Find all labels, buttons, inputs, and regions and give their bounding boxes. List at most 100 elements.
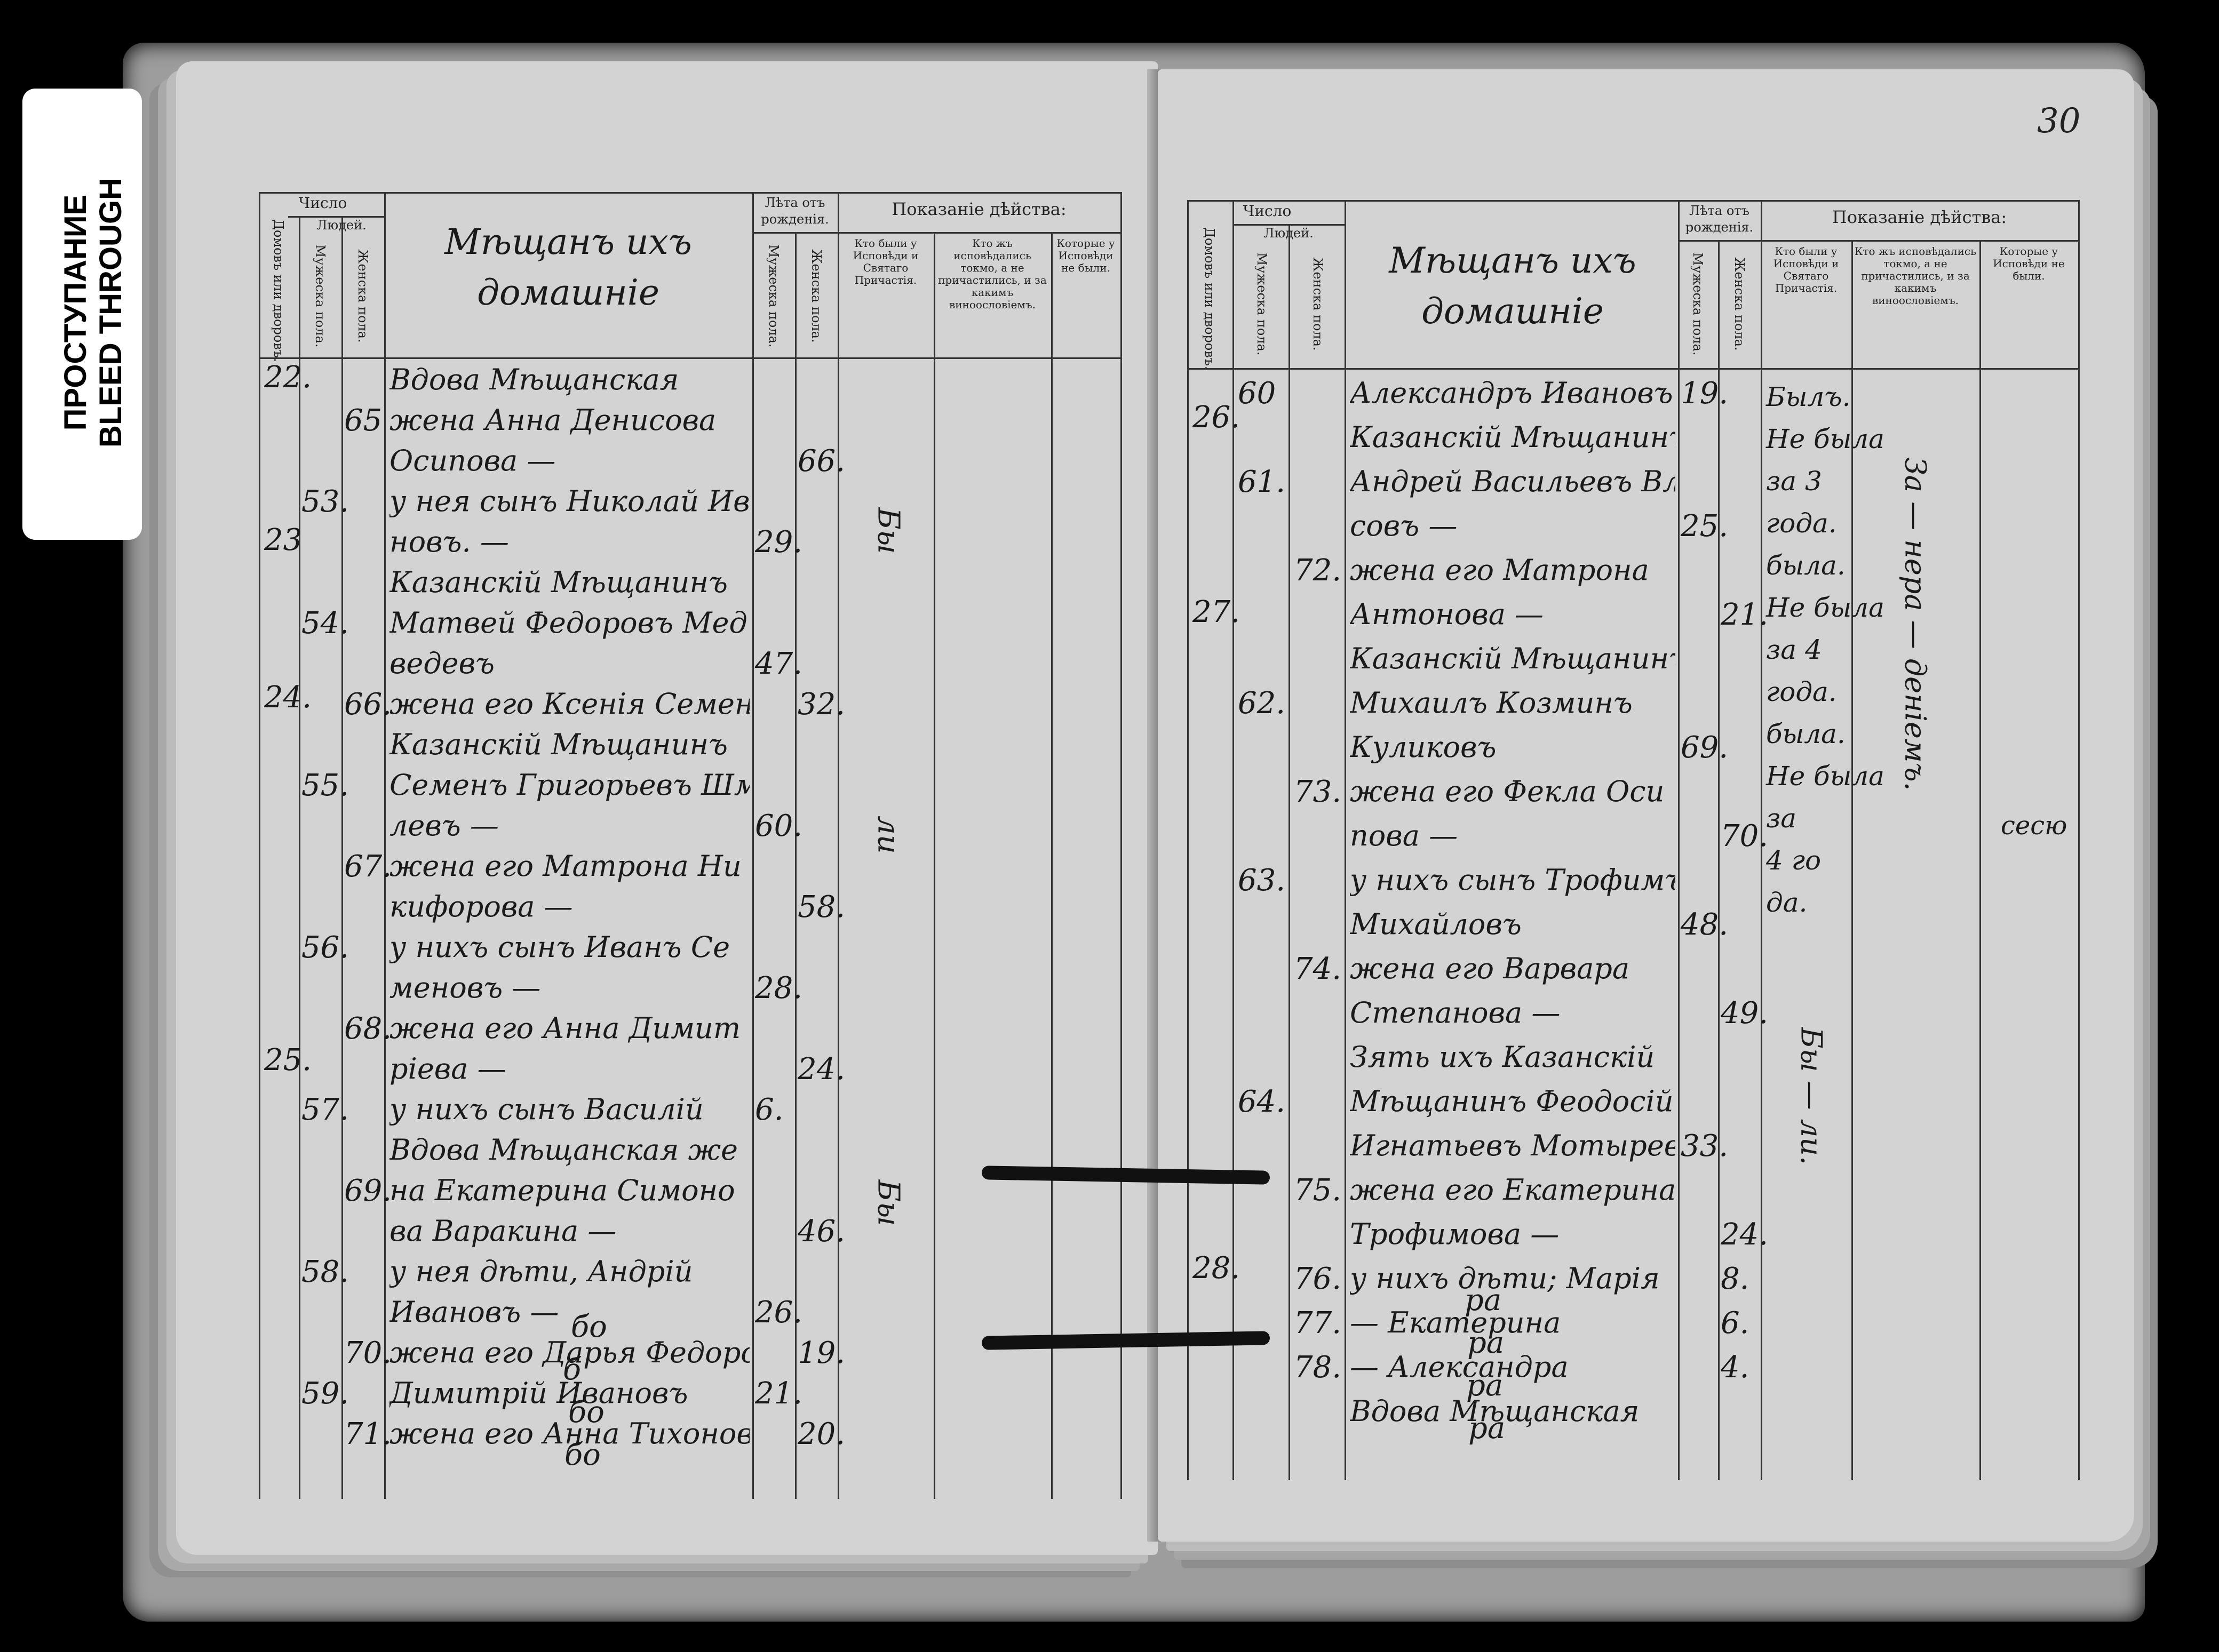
scribble: ра — [1467, 1326, 1505, 1360]
col-line — [752, 192, 754, 1499]
header-top-line — [1187, 200, 2078, 202]
status-byli-entry: Не была — [1766, 424, 1884, 454]
header-dvorov: Домовъ или дворовъ. — [271, 219, 286, 362]
header-zhen: Женска пола. — [1310, 257, 1325, 351]
status-byli-entry: 4 го — [1766, 845, 1822, 876]
col-line — [1851, 240, 1853, 1480]
col-line — [838, 192, 839, 1499]
scribble: бо — [571, 1310, 607, 1344]
bleed-through-label: ПРОСТУПАНИЕ BLEED THROUGH — [22, 89, 142, 540]
entry-age-female: 19. — [798, 1336, 846, 1370]
entry-age-female: 66. — [798, 444, 846, 478]
col-line — [934, 232, 935, 1499]
header-bottom-line — [259, 357, 1120, 359]
label-text: ПРОСТУПАНИЕ BLEED THROUGH — [58, 178, 129, 448]
entry-name: у нея сынъ Николай Ива — [389, 484, 750, 518]
header-bottom-line — [1187, 368, 2078, 370]
entry-age-female: 49. — [1721, 996, 1769, 1031]
entry-male-number: 64. — [1238, 1084, 1286, 1119]
status-byli-entry: Не была — [1766, 761, 1884, 792]
entry-female-number: 72. — [1294, 553, 1342, 588]
title-line2: домашніе — [477, 272, 659, 313]
col-line — [384, 192, 386, 1499]
entry-name: жена его Фекла Оси — [1350, 775, 1665, 808]
entry-age-female: 32. — [798, 687, 846, 722]
title-line2: домашніе — [1421, 291, 1604, 332]
header-leta: Лѣта отъ рожденія. — [761, 195, 829, 227]
entry-age-male: 21. — [755, 1376, 803, 1411]
entry-name: Михайловъ — [1350, 907, 1522, 941]
header-pokazanie: Показаніе дѣйства: — [892, 199, 1067, 219]
entry-age-female: 6. — [1721, 1306, 1749, 1340]
status-vertical: ли — [871, 816, 906, 854]
entry-male-number: 56. — [301, 930, 349, 965]
entry-name: Осипова — — [389, 444, 556, 477]
header-leta-zhen: Женска пола. — [809, 249, 824, 343]
entry-female-number: 65 — [344, 403, 383, 438]
entry-female-number: 70. — [344, 1336, 392, 1370]
header-col-byli: Кто были у Исповѣди и Святаго Причастія. — [853, 237, 919, 286]
title-line1: Мѣщанъ ихъ — [444, 221, 692, 262]
scribble: ра — [1466, 1368, 1504, 1403]
entry-male-number: 53. — [301, 484, 349, 519]
entry-name: у нея дѣти, Андрій — [389, 1255, 693, 1288]
entry-male-number: 57. — [301, 1092, 349, 1127]
entry-name: жена его Матрона — [1350, 553, 1649, 587]
entry-name: на Екатерина Симоно — [389, 1174, 735, 1207]
col-line — [795, 232, 797, 1499]
entry-name: жена его Ксенія Семенова — [389, 687, 750, 721]
entry-female-number: 69. — [344, 1174, 392, 1208]
entry-name: жена его Матрона Ни — [389, 849, 742, 883]
scribble: ра — [1468, 1411, 1506, 1446]
entry-name: Казанскій Мѣщанинъ — [389, 565, 728, 599]
status-byli-entry: Былъ. — [1766, 381, 1851, 412]
entry-name: совъ — — [1350, 509, 1458, 542]
col-line — [1678, 200, 1680, 1480]
status-vertical: Бы — [871, 1179, 906, 1226]
status-byli-entry: за 4 — [1766, 634, 1822, 665]
entry-name: у нихъ сынъ Иванъ Се — [389, 930, 730, 964]
entry-name: Вдова Мѣщанская же — [389, 1133, 738, 1167]
right-page: Число Людей. Домовъ или дворовъ. Мужеска… — [1158, 69, 2134, 1542]
header-muzh: Мужеска пола. — [313, 244, 328, 348]
header-top-line — [259, 192, 1120, 194]
header-chislo: Число — [1243, 202, 1292, 220]
entry-female-number: 78. — [1294, 1350, 1342, 1385]
entry-name: Вдова Мѣщанская — [1350, 1394, 1640, 1428]
entry-male-number: 58. — [301, 1255, 349, 1289]
entry-female-number: 75. — [1294, 1173, 1342, 1208]
entry-name: Ивановъ — — [389, 1295, 559, 1329]
entry-age-male: 48. — [1681, 907, 1729, 942]
label-line1: ПРОСТУПАНИЕ — [58, 194, 93, 431]
entry-male-number: 60 — [1238, 376, 1276, 411]
header-leta-muzh: Мужеска пола. — [766, 244, 781, 348]
entry-name: жена его Анна Димит — [389, 1011, 741, 1045]
header-col-byli: Кто были у Исповѣди и Святаго Причастія. — [1773, 245, 1839, 294]
status-byli-entry: была. — [1766, 550, 1846, 581]
entry-age-male: 29. — [755, 525, 803, 560]
header-dvorov: Домовъ или дворовъ. — [1202, 227, 1217, 370]
entry-name: Трофимова — — [1350, 1217, 1560, 1251]
header-leta: Лѣта отъ рожденія. — [1685, 203, 1754, 235]
header-col-ne-byli: Которые у Исповѣди не были. — [1056, 237, 1115, 274]
margin-note: сесю — [2001, 811, 2067, 841]
entry-age-female: 46. — [798, 1214, 846, 1249]
scribble: бо — [564, 1438, 601, 1472]
header-col-shkom: Кто жъ исповѣдались токмо, а не причасти… — [938, 237, 1047, 311]
entry-male-number: 59. — [301, 1376, 349, 1411]
entry-female-number: 73. — [1294, 775, 1342, 809]
entry-name: левъ — — [389, 809, 499, 842]
status-byli-entry: за 3 — [1766, 466, 1822, 497]
entry-age-male: 47. — [755, 647, 803, 681]
entry-name: жена его Екатерина — [1350, 1173, 1675, 1207]
status-byli-entry: Не была — [1766, 592, 1884, 623]
status-vertical-bottom: Бы — ли. — [1794, 1027, 1828, 1166]
col-line — [1232, 200, 1234, 1480]
header-leta-zhen: Женска пола. — [1732, 257, 1747, 351]
col-line — [1979, 240, 1981, 1480]
entry-name: новъ. — — [389, 525, 509, 558]
entry-name: ведевъ — [389, 647, 495, 680]
entry-name: Андрей Васильевъ Вла — [1350, 465, 1675, 498]
entry-female-number: 76. — [1294, 1262, 1342, 1296]
entry-male-number: 54. — [301, 606, 349, 641]
